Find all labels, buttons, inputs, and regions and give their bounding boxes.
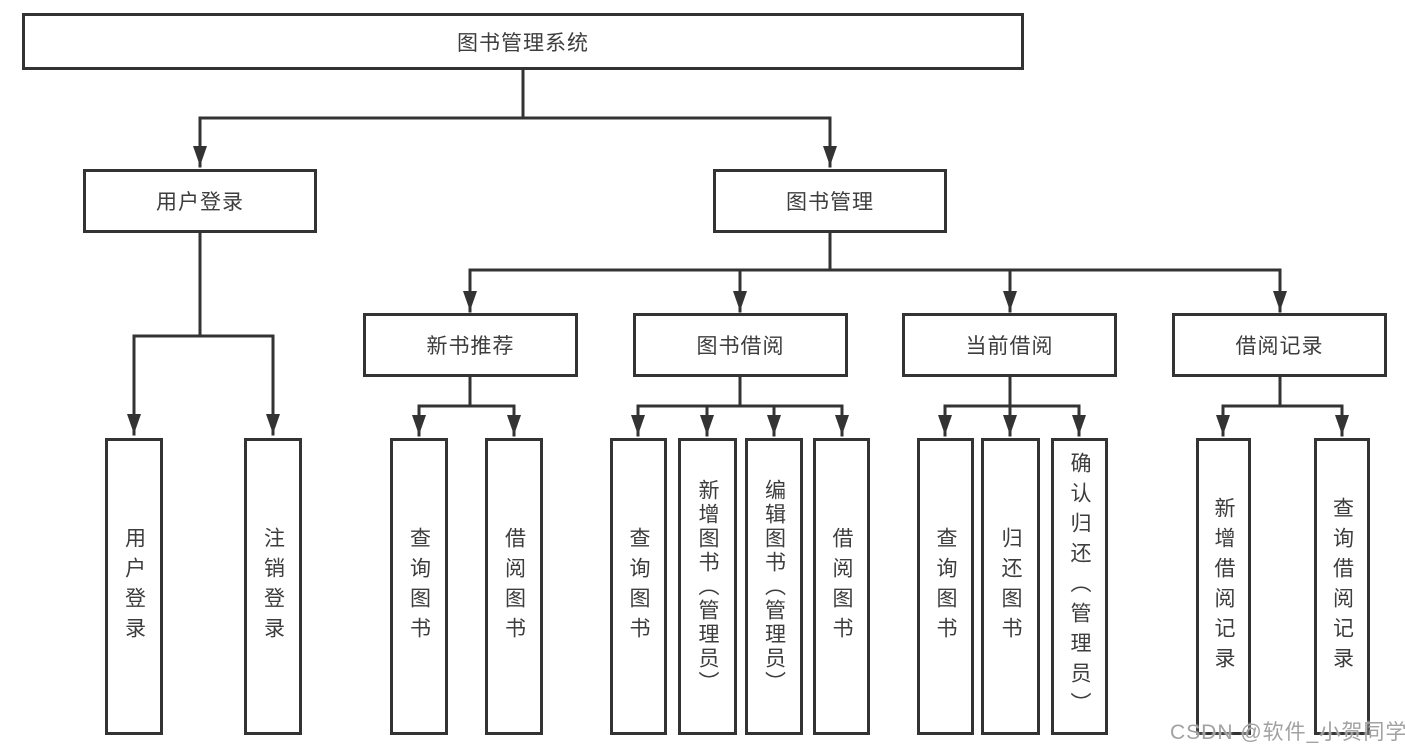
leaf-user-login: 用户登录 bbox=[105, 438, 163, 735]
node-user-login-label: 用户登录 bbox=[156, 191, 244, 214]
leaf-logout-label: 注销登录 bbox=[261, 526, 285, 647]
leaf-logout: 注销登录 bbox=[244, 438, 302, 735]
leaf-borrowing-add-books-admin-label: 新增图书（管理员） bbox=[696, 478, 719, 695]
node-user-login: 用户登录 bbox=[83, 169, 317, 233]
leaf-borrowing-add-books-admin: 新增图书（管理员） bbox=[678, 438, 737, 735]
leaf-records-add-record: 新增借阅记录 bbox=[1196, 438, 1251, 735]
csdn-watermark: CSDN @软件_小贺同学 bbox=[1170, 721, 1405, 744]
node-current-borrowing: 当前借阅 bbox=[902, 313, 1117, 377]
leaf-current-confirm-return-admin-label: 确认归还（管理员） bbox=[1068, 451, 1091, 722]
leaf-records-query-record: 查询借阅记录 bbox=[1314, 438, 1370, 735]
node-book-management-label: 图书管理 bbox=[786, 191, 874, 214]
leaf-records-add-record-label: 新增借阅记录 bbox=[1212, 496, 1235, 677]
node-borrowing-records: 借阅记录 bbox=[1172, 313, 1387, 377]
leaf-current-return-books-label: 归还图书 bbox=[999, 526, 1022, 647]
leaf-user-login-label: 用户登录 bbox=[122, 526, 146, 647]
leaf-borrowing-borrow-books-label: 借阅图书 bbox=[830, 526, 853, 647]
leaf-borrowing-borrow-books: 借阅图书 bbox=[813, 438, 870, 735]
leaf-borrowing-edit-books-admin-label: 编辑图书（管理员） bbox=[762, 478, 786, 695]
leaf-current-return-books: 归还图书 bbox=[981, 438, 1040, 735]
leaf-borrowing-edit-books-admin: 编辑图书（管理员） bbox=[745, 438, 803, 735]
leaf-recommend-query-books: 查询图书 bbox=[390, 438, 448, 735]
leaf-recommend-borrow-books-label: 借阅图书 bbox=[502, 526, 526, 647]
node-book-borrowing: 图书借阅 bbox=[633, 313, 848, 377]
node-new-book-recommend: 新书推荐 bbox=[363, 313, 578, 377]
leaf-borrowing-query-books: 查询图书 bbox=[610, 438, 667, 735]
leaf-recommend-borrow-books: 借阅图书 bbox=[485, 438, 543, 735]
leaf-recommend-query-books-label: 查询图书 bbox=[407, 526, 431, 647]
leaf-current-query-books-label: 查询图书 bbox=[934, 526, 957, 647]
node-book-borrowing-label: 图书借阅 bbox=[696, 335, 785, 358]
node-book-management: 图书管理 bbox=[713, 169, 947, 233]
node-new-book-recommend-label: 新书推荐 bbox=[426, 335, 515, 358]
node-borrowing-records-label: 借阅记录 bbox=[1235, 335, 1324, 358]
leaf-current-query-books: 查询图书 bbox=[917, 438, 974, 735]
leaf-current-confirm-return-admin: 确认归还（管理员） bbox=[1051, 438, 1108, 735]
leaf-borrowing-query-books-label: 查询图书 bbox=[627, 526, 650, 647]
node-library-management-system: 图书管理系统 bbox=[22, 13, 1024, 70]
node-library-management-system-label: 图书管理系统 bbox=[457, 31, 589, 55]
leaf-records-query-record-label: 查询借阅记录 bbox=[1330, 496, 1354, 677]
node-current-borrowing-label: 当前借阅 bbox=[965, 335, 1054, 358]
